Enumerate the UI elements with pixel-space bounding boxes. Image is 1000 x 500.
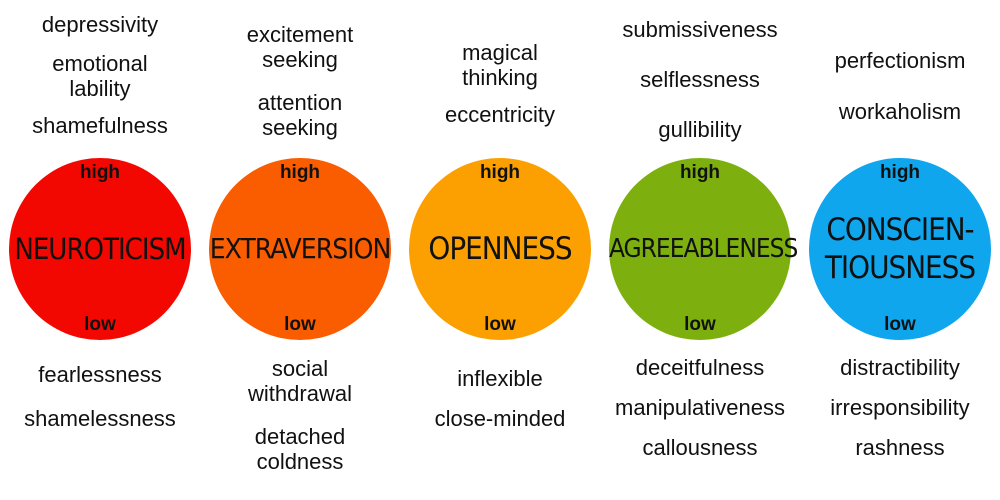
trait-item: emotional lability [52,51,148,101]
column-conscientiousness: perfectionism workaholism high CONSCIEN-… [800,0,1000,500]
high-label: high [679,162,721,183]
low-traits-list: distractibility irresponsibility rashnes… [800,355,1000,472]
trait-item: callousness [642,435,758,460]
trait-name: NEUROTICISM [14,232,186,266]
trait-item: selflessness [640,67,760,92]
trait-item: detached coldness [254,424,346,474]
trait-circle: high CONSCIEN- TIOUSNESS low [809,158,991,340]
low-traits-list: deceitfulness manipulativeness callousne… [600,355,800,472]
low-label: low [284,314,316,335]
trait-item: irresponsibility [830,395,970,420]
trait-item: distractibility [840,355,960,380]
high-label: high [79,162,121,183]
trait-item: fearlessness [38,362,162,387]
trait-item: depressivity [41,12,159,37]
trait-item: close-minded [434,406,566,431]
trait-item: gullibility [658,117,742,142]
trait-name: CONSCIEN- TIOUSNESS [824,212,976,286]
trait-item: submissiveness [622,17,778,42]
trait-item: workaholism [838,99,962,124]
trait-item: deceitfulness [635,355,765,380]
trait-item: attention seeking [257,90,343,140]
trait-item: excitement seeking [246,22,354,72]
column-openness: magical thinking eccentricity high OPENN… [400,0,600,500]
trait-item: manipulativeness [615,395,785,420]
high-traits-list: excitement seeking attention seeking [200,22,400,152]
column-extraversion: excitement seeking attention seeking hig… [200,0,400,500]
trait-item: eccentricity [444,102,556,127]
high-label: high [279,162,321,183]
high-traits-list: magical thinking eccentricity [400,40,600,139]
high-label: high [879,162,921,183]
high-label: high [479,162,521,183]
low-label: low [684,314,716,335]
low-label: low [484,314,516,335]
trait-name: AGREEABLENESS [609,234,798,264]
trait-item: inflexible [457,366,543,391]
trait-circle: high NEUROTICISM low [9,158,191,340]
column-agreeableness: submissiveness selflessness gullibility … [600,0,800,500]
trait-name: OPENNESS [428,231,572,267]
trait-item: social withdrawal [248,356,352,406]
low-label: low [84,314,116,335]
low-traits-list: social withdrawal detached coldness [200,356,400,486]
trait-item: magical thinking [462,40,538,90]
trait-circle: high AGREEABLENESS low [609,158,798,340]
high-traits-list: depressivity emotional lability shameful… [0,12,200,150]
trait-item: shamelessness [24,406,176,431]
trait-circle: high OPENNESS low [409,158,591,340]
high-traits-list: perfectionism workaholism [800,48,1000,136]
trait-item: shamefulness [32,113,168,138]
trait-item: perfectionism [834,48,966,73]
high-traits-list: submissiveness selflessness gullibility [600,17,800,154]
low-traits-list: fearlessness shamelessness [0,362,200,443]
trait-name: EXTRAVERSION [209,232,392,265]
trait-item: rashness [855,435,945,460]
low-traits-list: inflexible close-minded [400,366,600,443]
low-label: low [884,314,916,335]
column-neuroticism: depressivity emotional lability shameful… [0,0,200,500]
trait-circle: high EXTRAVERSION low [209,158,391,340]
